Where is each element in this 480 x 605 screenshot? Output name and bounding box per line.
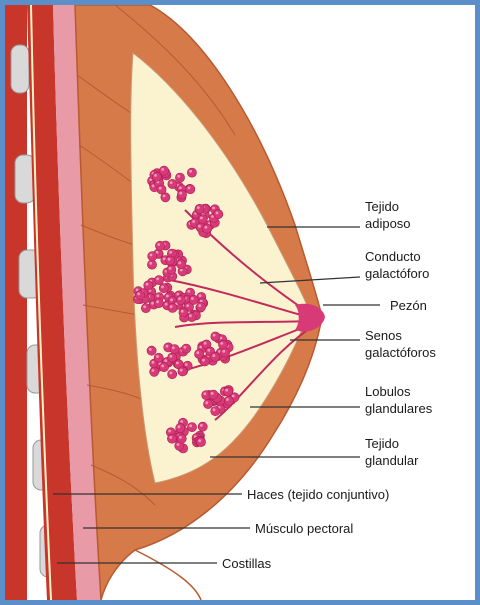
label-glandular-tissue: Tejido glandular <box>365 435 419 469</box>
label-lactiferous-sinuses: Senos galactóforos <box>365 327 436 361</box>
label-line: glandular <box>365 452 419 469</box>
label-line: Lobulos <box>365 383 432 400</box>
label-connective-bundles: Haces (tejido conjuntivo) <box>247 486 389 503</box>
label-line: galactóforo <box>365 265 429 282</box>
label-line: galactóforos <box>365 344 436 361</box>
label-pectoral-muscle: Músculo pectoral <box>255 520 353 537</box>
label-line: glandulares <box>365 400 432 417</box>
label-glandular-lobules: Lobulos glandulares <box>365 383 432 417</box>
label-lactiferous-duct: Conducto galactóforo <box>365 248 429 282</box>
label-line: Tejido <box>365 198 411 215</box>
label-line: adiposo <box>365 215 411 232</box>
leader-duct <box>260 277 360 283</box>
label-ribs: Costillas <box>222 555 271 572</box>
label-line: Tejido <box>365 435 419 452</box>
label-adipose-tissue: Tejido adiposo <box>365 198 411 232</box>
label-nipple: Pezón <box>390 297 427 314</box>
label-line: Conducto <box>365 248 429 265</box>
label-line: Senos <box>365 327 436 344</box>
